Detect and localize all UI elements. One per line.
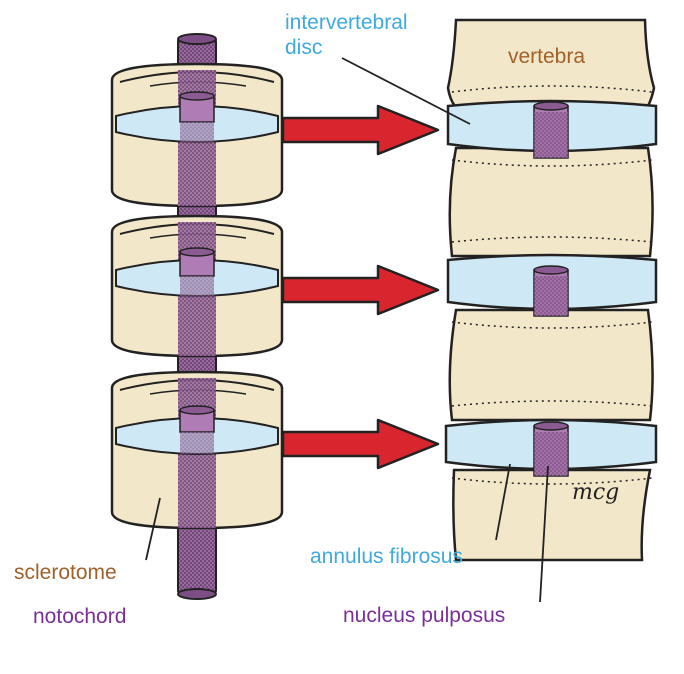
transform-arrow-1 bbox=[281, 104, 440, 156]
artist-signature: mcg bbox=[572, 480, 620, 505]
label-annulus-fibrosus: annulus fibrosus bbox=[310, 545, 463, 568]
leader-annulus-fibrosus bbox=[495, 463, 511, 541]
vertebra-2 bbox=[448, 146, 654, 258]
label-sclerotome: sclerotome bbox=[14, 561, 117, 584]
notochord-top-end bbox=[177, 33, 217, 45]
vertebral-column bbox=[444, 18, 658, 562]
sclerotome-segment-1 bbox=[110, 62, 284, 208]
intervertebral-disc-3 bbox=[444, 418, 658, 477]
leader-sclerotome bbox=[145, 497, 161, 561]
transform-arrow-3 bbox=[281, 418, 440, 470]
vertebra-4 bbox=[452, 468, 652, 562]
label-vertebra: vertebra bbox=[508, 45, 586, 68]
intervertebral-disc-1 bbox=[446, 99, 658, 159]
leader-intervertebral-disc bbox=[341, 57, 471, 125]
notochord-bottom-end bbox=[177, 588, 217, 600]
transform-arrow-2 bbox=[281, 264, 440, 316]
label-nucleus-pulposus: nucleus pulposus bbox=[343, 604, 506, 627]
intervertebral-disc-2 bbox=[446, 253, 658, 317]
leader-nucleus-pulposus bbox=[539, 465, 549, 603]
label-intervertebral-disc: intervertebral disc bbox=[285, 11, 408, 59]
sclerotome-segment-2 bbox=[110, 214, 284, 358]
label-notochord: notochord bbox=[33, 605, 127, 628]
vertebra-3 bbox=[448, 308, 654, 422]
sclerotome-segment-3 bbox=[110, 370, 284, 530]
